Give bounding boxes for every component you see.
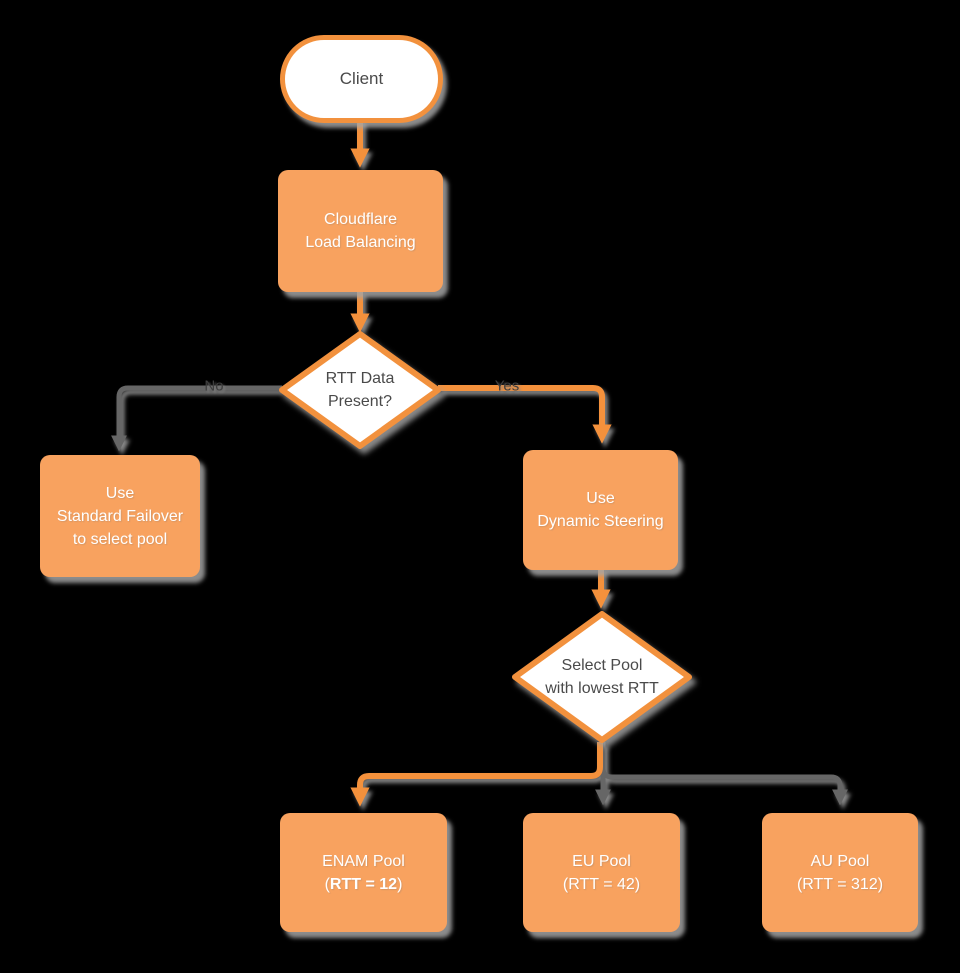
- node-use-dynamic-steering: Use Dynamic Steering: [523, 450, 678, 570]
- node-use-dynamic-steering-label: Use Dynamic Steering: [537, 490, 664, 530]
- decision-select-pool-lowest-rtt-label: Select Pool with lowest RTT: [545, 657, 659, 697]
- node-eu-pool-label: EU Pool (RTT = 42): [563, 850, 640, 896]
- node-client-label: Client: [339, 69, 384, 88]
- decision-rtt-data-present: RTT Data Present?: [277, 329, 443, 451]
- au-pool-rtt: (RTT = 312): [796, 875, 884, 893]
- diamond-shape: [512, 611, 692, 743]
- node-use-standard-failover-label: Use Standard Failover to select pool: [56, 484, 184, 548]
- edge-no-branch: [110, 385, 282, 452]
- eu-pool-rtt: (RTT = 42): [562, 875, 641, 893]
- enam-pool-rtt: (RTT = 12): [322, 873, 405, 896]
- eu-pool-name: EU Pool: [572, 852, 631, 870]
- node-enam-pool: ENAM Pool (RTT = 12): [280, 813, 447, 932]
- node-use-standard-failover: Use Standard Failover to select pool: [40, 455, 200, 577]
- decision-select-pool-lowest-rtt: Select Pool with lowest RTT: [510, 609, 694, 745]
- node-cloudflare-load-balancing-label: Cloudflare Load Balancing: [305, 211, 416, 251]
- enam-paren-open: (: [324, 875, 330, 893]
- edge-label-no: No: [204, 377, 224, 395]
- edge-to-enam-pool: [350, 742, 603, 807]
- enam-pool-name: ENAM Pool: [322, 852, 405, 870]
- node-au-pool: AU Pool (RTT = 312): [762, 813, 918, 932]
- node-enam-pool-label: ENAM Pool (RTT = 12): [322, 850, 405, 896]
- enam-rtt-value: RTT = 12: [329, 875, 398, 893]
- node-cloudflare-load-balancing: Cloudflare Load Balancing: [278, 170, 443, 292]
- edge-label-yes: Yes: [494, 377, 520, 395]
- edge-to-au-pool: [600, 742, 849, 806]
- node-client: Client: [280, 35, 443, 123]
- au-pool-name: AU Pool: [810, 852, 870, 870]
- edge-yes-branch: [438, 385, 612, 444]
- decision-rtt-data-present-label: RTT Data Present?: [325, 370, 395, 410]
- diamond-shape: [279, 331, 441, 449]
- node-au-pool-label: AU Pool (RTT = 312): [797, 850, 883, 896]
- enam-paren-close: ): [397, 875, 403, 893]
- node-eu-pool: EU Pool (RTT = 42): [523, 813, 680, 932]
